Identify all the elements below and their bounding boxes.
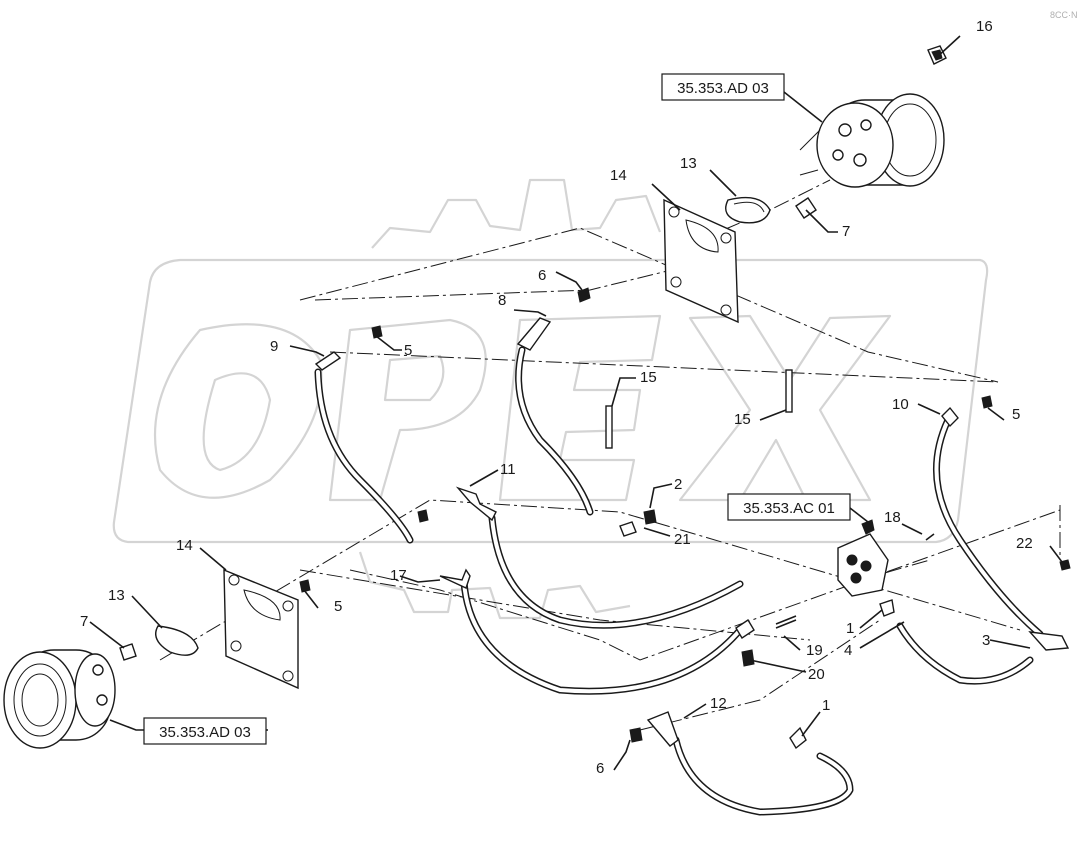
reference-text: 35.353.AD 03	[677, 80, 769, 97]
callout-13: 13	[680, 155, 697, 172]
reference-text: 35.353.AD 03	[159, 724, 251, 741]
top-hydraulic-motor	[799, 93, 945, 188]
callout-3: 3	[982, 632, 990, 649]
callout-22: 22	[1016, 535, 1033, 552]
callout-14: 14	[610, 167, 627, 184]
callout-5: 5	[1012, 406, 1020, 423]
cover-plate-13-top	[725, 196, 771, 224]
callout-17: 17	[390, 567, 407, 584]
callout-10: 10	[892, 396, 909, 413]
callout-21: 21	[674, 531, 691, 548]
callout-6: 6	[596, 760, 604, 777]
fitting-7-top	[795, 197, 817, 219]
callout-15: 15	[640, 369, 657, 386]
gasket-14-bottom	[223, 568, 299, 690]
hoses	[314, 346, 1044, 816]
callout-14: 14	[176, 537, 193, 554]
callout-1: 1	[822, 697, 830, 714]
callout-8: 8	[498, 292, 506, 309]
callout-7: 7	[80, 613, 88, 630]
small-parts	[299, 287, 1071, 743]
callout-5: 5	[404, 342, 412, 359]
hose-fittings	[314, 317, 1070, 750]
callout-19: 19	[806, 642, 823, 659]
reference-box-top-motor: 35.353.AD 03	[661, 73, 785, 101]
callout-15: 15	[734, 411, 751, 428]
callout-5: 5	[334, 598, 342, 615]
callout-13: 13	[108, 587, 125, 604]
callout-numbers: 16 14 13 7 6 8 9 5 15 15 10 5 11 2 21 18…	[80, 18, 1033, 777]
gasket-14-top	[663, 198, 739, 324]
callout-7: 7	[842, 223, 850, 240]
reference-text: 35.353.AC 01	[743, 500, 835, 517]
callout-12: 12	[710, 695, 727, 712]
corner-code: 8CC·NNV	[1050, 10, 1078, 20]
reference-box-valve: 35.353.AC 01	[727, 493, 851, 521]
leader-lines	[89, 35, 1063, 771]
cover-plate-13-bottom	[155, 625, 199, 656]
callout-16: 16	[976, 18, 993, 35]
control-valve	[837, 519, 889, 597]
reference-box-bottom-motor: 35.353.AD 03	[143, 717, 267, 745]
callout-6: 6	[538, 267, 546, 284]
callout-9: 9	[270, 338, 278, 355]
callout-4: 4	[844, 642, 852, 659]
callout-11: 11	[500, 461, 516, 478]
bottom-hydraulic-motor	[3, 649, 116, 749]
callout-20: 20	[808, 666, 825, 683]
watermark-logo: 8CC·NNV	[112, 10, 1078, 620]
callout-2: 2	[674, 476, 682, 493]
plug-16	[927, 45, 947, 65]
callout-18: 18	[884, 509, 901, 526]
callout-1: 1	[846, 620, 854, 637]
